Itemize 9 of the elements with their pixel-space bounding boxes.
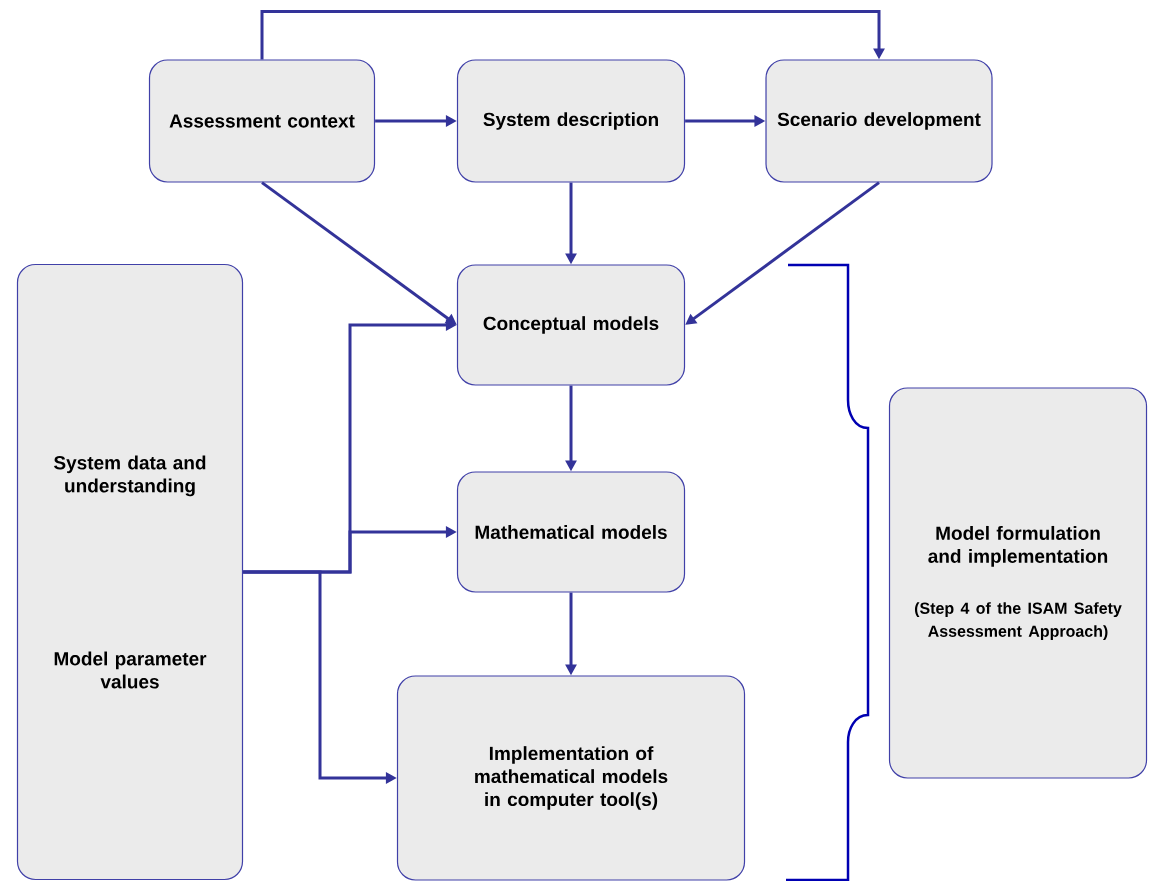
side-panel: Model formulation and implementation (Step 4 of the ISAM Safety Assessment Approach) — [888, 387, 1148, 779]
process-box: Conceptual models — [456, 264, 686, 386]
process-box: System description — [456, 59, 686, 183]
process-box: Implementation of mathematical models in computer tool(s) — [396, 675, 746, 881]
process-box: Scenario development — [765, 59, 993, 183]
process-box: Mathematical models — [456, 471, 686, 593]
side-panel: System data and understanding Model parameter values — [16, 263, 244, 881]
process-box: Assessment context — [148, 59, 376, 183]
arrow — [260, 9, 885, 60]
